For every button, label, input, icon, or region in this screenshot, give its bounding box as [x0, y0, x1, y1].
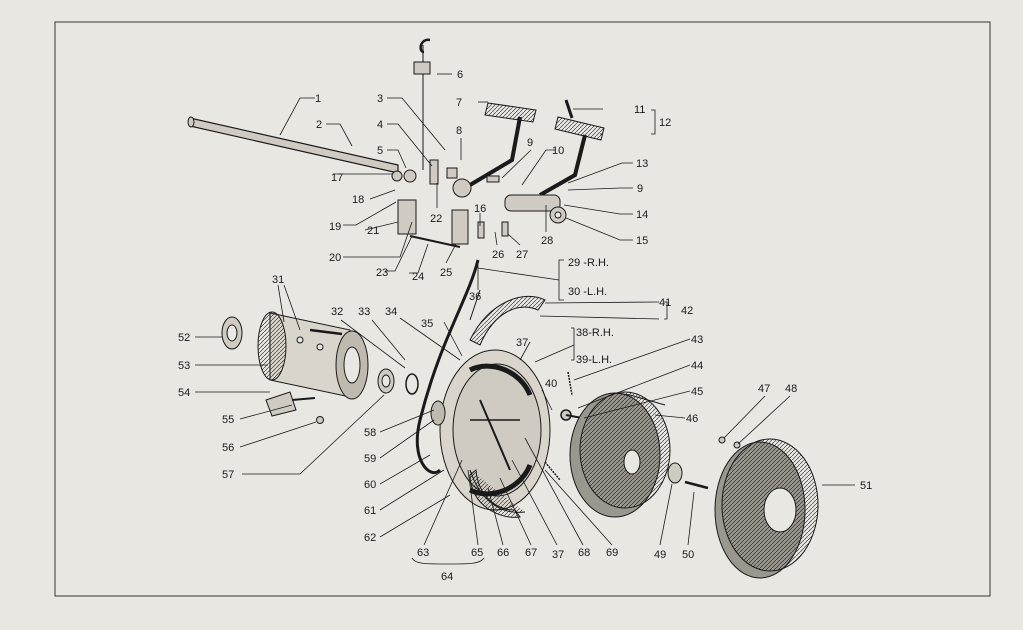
callout-52: 52 — [178, 332, 190, 344]
pedal-pad-7 — [452, 102, 537, 198]
callout-24: 24 — [412, 271, 424, 283]
callout-15: 15 — [636, 235, 648, 247]
callout-63: 63 — [417, 547, 429, 559]
small-hardware — [391, 159, 509, 248]
callout-44: 44 — [691, 360, 703, 372]
callout-39: 39-L.H. — [576, 354, 612, 366]
callout-32: 32 — [331, 306, 343, 318]
callout-60: 60 — [364, 479, 376, 491]
callout-64: 64 — [441, 571, 453, 583]
callout-10: 10 — [552, 145, 564, 157]
hook-6 — [413, 38, 431, 170]
callout-61: 61 — [364, 505, 376, 517]
callout-1: 1 — [315, 93, 321, 105]
callout-58: 58 — [364, 427, 376, 439]
callout-22: 22 — [430, 213, 442, 225]
callout-26: 26 — [492, 249, 504, 261]
callout-41: 41 — [659, 297, 671, 309]
pedal-pad-11 — [539, 99, 605, 197]
callout-29: 29 -R.H. — [568, 257, 609, 269]
callout-59: 59 — [364, 453, 376, 465]
callout-28: 28 — [541, 235, 553, 247]
pedal-boss — [504, 194, 567, 224]
callout-2: 2 — [316, 119, 322, 131]
callout-57: 57 — [222, 469, 234, 481]
back-plate — [430, 349, 551, 518]
callout-6: 6 — [457, 69, 463, 81]
callout-18: 18 — [352, 194, 364, 206]
callout-33: 33 — [358, 306, 370, 318]
callout-25: 25 — [440, 267, 452, 279]
callout-55: 55 — [222, 414, 234, 426]
diagram-border — [54, 21, 991, 597]
callout-50: 50 — [682, 549, 694, 561]
callout-14: 14 — [636, 209, 648, 221]
callout-48: 48 — [785, 383, 797, 395]
callout-49: 49 — [654, 549, 666, 561]
operating-cable — [415, 259, 481, 474]
callout-62: 62 — [364, 532, 376, 544]
callout-11: 11 — [634, 104, 645, 116]
callout-65: 65 — [471, 547, 483, 559]
callout-13: 13 — [636, 158, 648, 170]
callout-7: 7 — [456, 97, 462, 109]
callout-51: 51 — [860, 480, 872, 492]
callout-40: 40 — [545, 378, 557, 390]
callout-5: 5 — [377, 145, 383, 157]
callout-46: 46 — [686, 413, 698, 425]
callout-31: 31 — [272, 274, 284, 286]
callout-9b: 9 — [637, 183, 643, 195]
hub-housing — [221, 311, 419, 424]
callout-30: 30 -L.H. — [568, 286, 607, 298]
callout-38: 38-R.H. — [576, 327, 614, 339]
brake-shoe-41 — [469, 295, 546, 346]
callout-47: 47 — [758, 383, 770, 395]
callout-21: 21 — [367, 225, 379, 237]
callout-69: 69 — [606, 547, 618, 559]
callout-17: 17 — [331, 172, 343, 184]
hub-cap-51 — [714, 436, 819, 579]
callout-4: 4 — [377, 119, 383, 131]
callout-20: 20 — [329, 252, 341, 264]
callout-19: 19 — [329, 221, 341, 233]
callout-54: 54 — [178, 387, 190, 399]
callout-37a: 37 — [516, 337, 528, 349]
callout-12: 12 — [659, 117, 671, 129]
callout-34: 34 — [385, 306, 397, 318]
callout-67: 67 — [525, 547, 537, 559]
callout-37b: 37 — [552, 549, 564, 561]
callout-45: 45 — [691, 386, 703, 398]
callout-53: 53 — [178, 360, 190, 372]
callout-16: 16 — [474, 203, 486, 215]
callout-43: 43 — [691, 334, 703, 346]
brake-cross-shaft — [187, 116, 399, 174]
callout-3: 3 — [377, 93, 383, 105]
callout-23: 23 — [376, 267, 388, 279]
leader-lines — [195, 73, 855, 565]
callout-27: 27 — [516, 249, 528, 261]
callout-42: 42 — [681, 305, 693, 317]
brake-drum-46 — [569, 391, 709, 518]
callout-56: 56 — [222, 442, 234, 454]
callout-labels: 1 2 3 4 5 6 7 8 9 9 10 11 12 13 14 15 16… — [178, 69, 872, 583]
callout-35: 35 — [421, 318, 433, 330]
callout-8: 8 — [456, 125, 462, 137]
callout-9a: 9 — [527, 137, 533, 149]
callout-68: 68 — [578, 547, 590, 559]
callout-66: 66 — [497, 547, 509, 559]
callout-36: 36 — [469, 291, 481, 303]
springs — [544, 371, 583, 481]
